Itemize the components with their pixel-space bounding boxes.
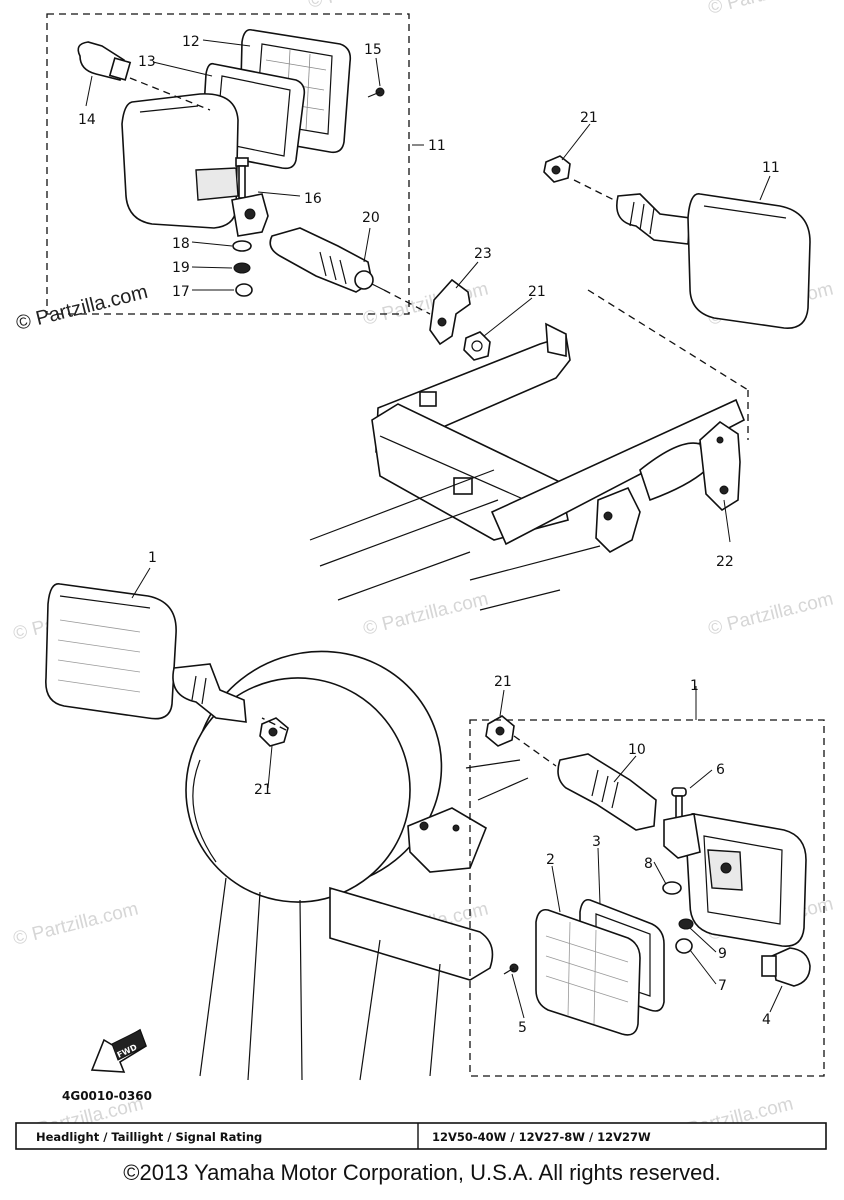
callout-8: 8	[644, 856, 653, 872]
diagram-code: 4G0010-0360	[62, 1089, 152, 1103]
assembly-box-11-left	[46, 13, 410, 315]
watermark: © Partzilla.com	[361, 589, 490, 640]
callout-4: 4	[762, 1012, 771, 1028]
watermark: © Partzilla.com	[306, 0, 435, 13]
copyright-notice: ©2013 Yamaha Motor Corporation, U.S.A. A…	[123, 1160, 721, 1185]
signal-housing-left-rear	[121, 93, 239, 229]
callout-15: 15	[364, 42, 382, 58]
signal-stay-10	[557, 753, 657, 831]
signal-assembly-left-front	[45, 583, 247, 723]
mount-bracket-22	[699, 420, 741, 512]
nut-21-lower-right	[485, 715, 515, 747]
mounting-plate-23	[429, 278, 471, 346]
nut-21-upper-right	[543, 155, 571, 183]
washer-19	[233, 262, 251, 274]
callout-14: 14	[78, 112, 96, 128]
frame-crossmember	[309, 322, 746, 611]
callout-9: 9	[718, 946, 727, 962]
callout-17: 17	[172, 284, 190, 300]
callout-23: 23	[474, 246, 492, 262]
callout-21-lower: 21	[494, 674, 512, 690]
washer-8	[662, 881, 682, 895]
nut-17	[235, 283, 253, 297]
washer-9	[678, 918, 694, 930]
callout-10: 10	[628, 742, 646, 758]
callout-11-right: 11	[762, 160, 780, 176]
callout-20: 20	[362, 210, 380, 226]
bulb-14	[77, 41, 132, 81]
signal-stay-20	[269, 227, 385, 293]
callout-22: 22	[716, 554, 734, 570]
callout-3: 3	[592, 834, 601, 850]
callout-21-upper-right: 21	[580, 110, 598, 126]
screw-5	[503, 963, 519, 975]
bolt-6	[671, 787, 687, 827]
rating-table: Headlight / Taillight / Signal Rating 12…	[15, 1122, 827, 1150]
leader-lines	[85, 39, 783, 1019]
callout-6: 6	[716, 762, 725, 778]
callout-18: 18	[172, 236, 190, 252]
signal-housing-right-front	[663, 813, 807, 947]
callout-13: 13	[138, 54, 156, 70]
nut-7	[675, 938, 693, 954]
watermark: © Partzilla.com	[11, 899, 140, 950]
callout-11-left: 11	[428, 138, 446, 154]
watermark: © Partzilla.com	[706, 0, 835, 19]
watermark: © Partzilla.com	[361, 279, 490, 330]
assembly-box-1-right	[469, 719, 825, 1077]
callout-5: 5	[518, 1020, 527, 1036]
callout-1-right: 1	[690, 678, 699, 694]
callout-19: 19	[172, 260, 190, 276]
watermark: © Partzilla.com	[706, 589, 835, 640]
forward-arrow-icon: FWD	[90, 1028, 147, 1073]
callout-16: 16	[304, 191, 322, 207]
callout-21-center: 21	[528, 284, 546, 300]
rating-table-label: Headlight / Taillight / Signal Rating	[36, 1130, 262, 1144]
screw-15	[367, 87, 385, 98]
nut-21-headlight	[259, 717, 289, 747]
callout-labels: 12 13 14 15 11 16 18 19 17 20 23 21 21 1…	[78, 34, 780, 1036]
headlight-unit	[185, 650, 529, 1081]
signal-lens-2	[535, 908, 641, 1036]
signal-assembly-right-rear	[616, 193, 811, 329]
callout-21-headlight: 21	[254, 782, 272, 798]
bulb-4	[761, 947, 811, 987]
nut-21-center	[463, 331, 491, 361]
rating-table-value: 12V50-40W / 12V27-8W / 12V27W	[432, 1130, 651, 1144]
callout-7: 7	[718, 978, 727, 994]
partzilla-watermark: © Partzilla.com	[14, 281, 150, 335]
washer-18	[232, 240, 252, 252]
callout-12: 12	[182, 34, 200, 50]
bolt-16	[231, 157, 269, 237]
callout-1-left: 1	[148, 550, 157, 566]
callout-2: 2	[546, 852, 555, 868]
